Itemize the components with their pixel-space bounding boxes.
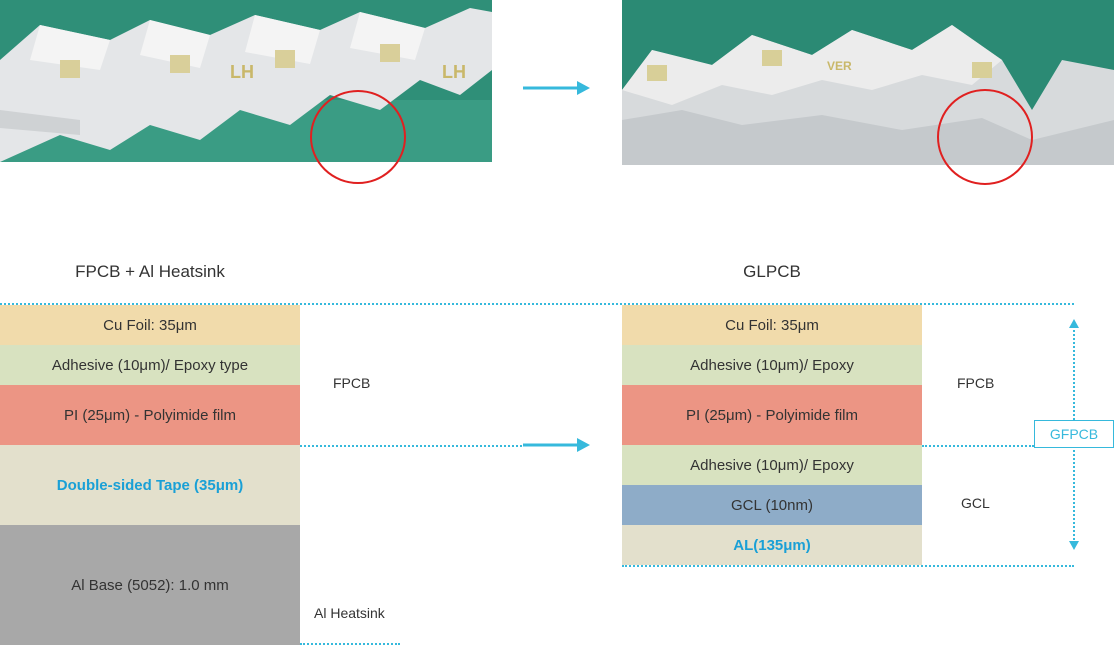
adhesive-layer-lower: Adhesive (10μm)/ Epoxy (622, 445, 922, 485)
top-guide-line (0, 303, 1074, 305)
pi-layer: PI (25μm) - Polyimide film (622, 385, 922, 445)
cu-foil-layer: Cu Foil: 35μm (0, 305, 300, 345)
highlight-circle-right (937, 89, 1033, 185)
al-heatsink-group-label: Al Heatsink (314, 605, 385, 621)
al-layer: AL(135μm) (622, 525, 922, 565)
double-sided-tape-layer: Double-sided Tape (35μm) (0, 445, 300, 525)
fpcb-group-label-left: FPCB (333, 375, 371, 391)
gcl-group-label: GCL (961, 495, 990, 511)
gcl-layer: GCL (10nm) (622, 485, 922, 525)
highlight-circle-left (310, 90, 406, 184)
adhesive-layer: Adhesive (10μm)/ Epoxy type (0, 345, 300, 385)
glpcb-title: GLPCB (743, 262, 801, 281)
arrow-right-icon (523, 81, 590, 95)
arrow-right-icon (523, 438, 590, 452)
cu-foil-layer: Cu Foil: 35μm (622, 305, 922, 345)
svg-text:VER: VER (827, 59, 852, 73)
gfpcb-badge: GFPCB (1034, 420, 1114, 448)
bottom-guide-line-left (300, 643, 400, 645)
glpcb-led-strip-photo: VER (622, 0, 1114, 165)
interface-guide-line-right (922, 445, 1034, 447)
pi-layer: PI (25μm) - Polyimide film (0, 385, 300, 445)
svg-text:LH: LH (442, 62, 466, 82)
adhesive-layer: Adhesive (10μm)/ Epoxy (622, 345, 922, 385)
al-base-layer: Al Base (5052): 1.0 mm (0, 525, 300, 645)
fpcb-group-label-right: FPCB (957, 375, 995, 391)
arrow-down-icon (1069, 541, 1079, 550)
bottom-guide-line-right (622, 565, 1074, 567)
interface-guide-line-left (300, 445, 522, 447)
arrow-up-icon (1069, 319, 1079, 328)
svg-text:LH: LH (230, 62, 254, 82)
fpcb-led-strip-photo: LH LH (0, 0, 492, 162)
fpcb-heatsink-title: FPCB + Al Heatsink (75, 262, 225, 281)
